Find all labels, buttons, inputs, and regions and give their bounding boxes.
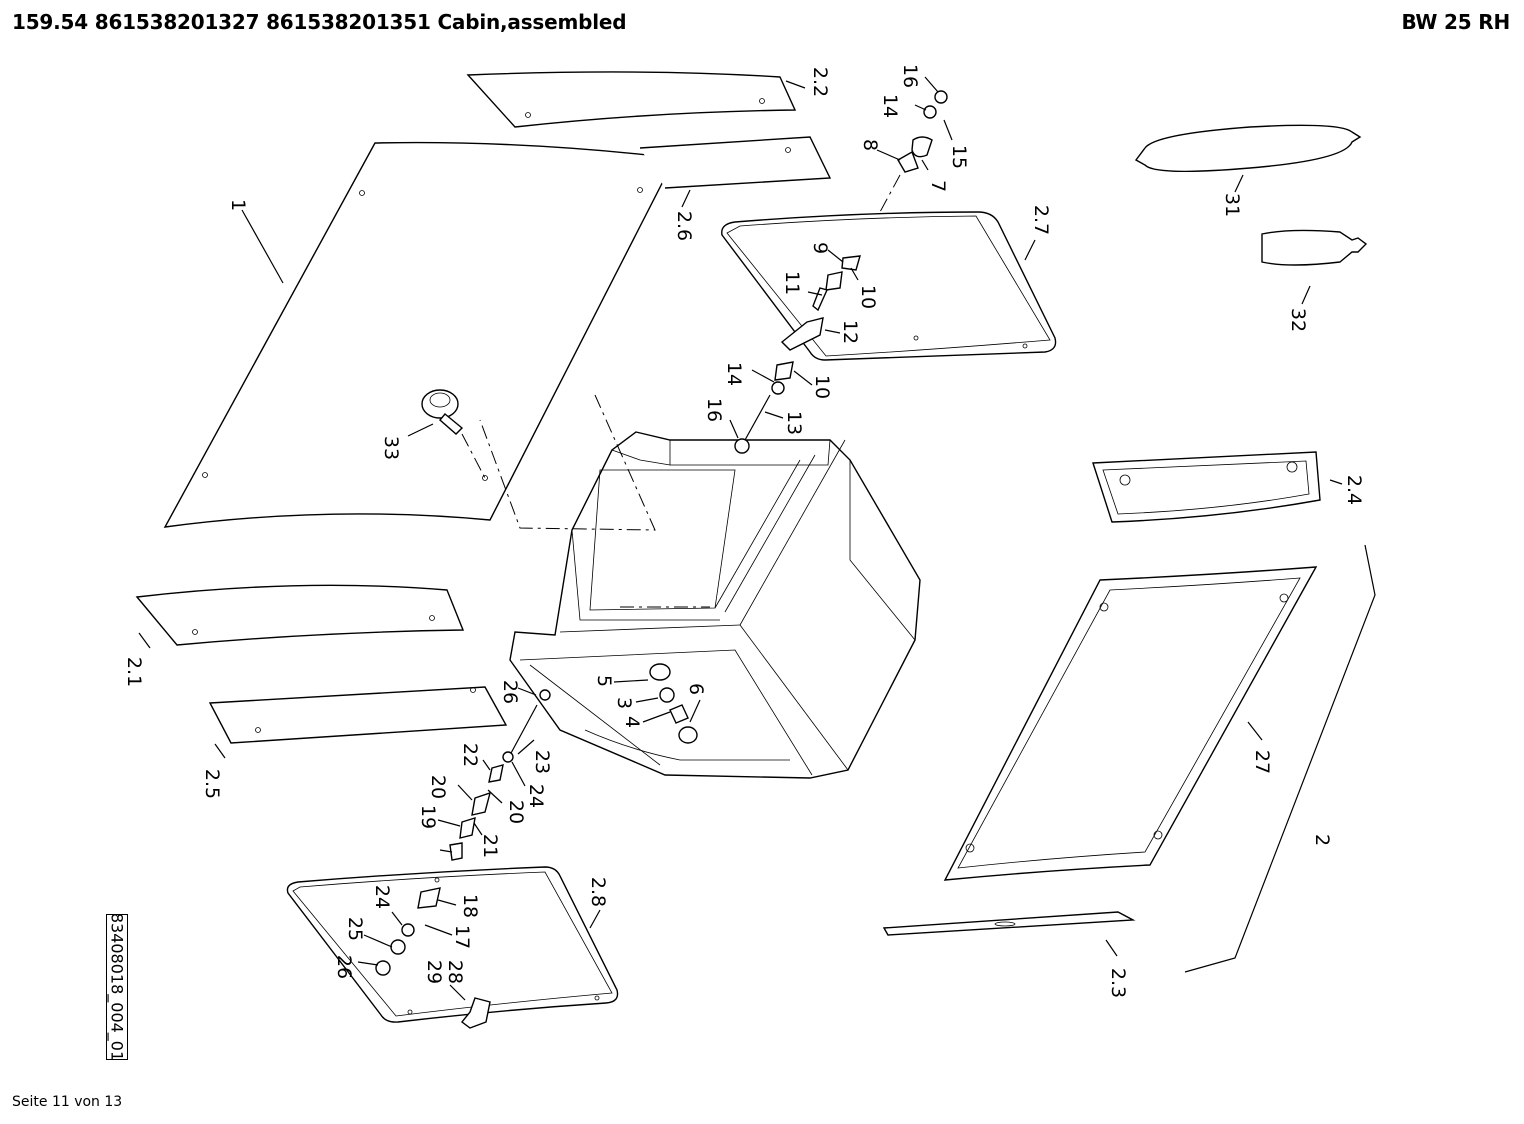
callout-2-6: 2.6 <box>673 211 695 241</box>
callout-2-2: 2.2 <box>809 67 831 97</box>
part-2-1-strip <box>135 584 465 646</box>
page-title: 159.54 861538201327 861538201351 Cabin,a… <box>12 10 627 34</box>
callout-10a: 10 <box>857 285 879 309</box>
callout-27: 27 <box>1251 750 1273 774</box>
part-2-3-strip <box>882 911 1136 936</box>
part-2-4-panel <box>1092 451 1321 523</box>
callout-14a: 14 <box>879 94 901 118</box>
hardware-parts <box>375 90 948 1029</box>
callout-16a: 16 <box>899 64 921 88</box>
callout-33: 33 <box>380 436 402 460</box>
callout-29: 29 <box>423 960 445 984</box>
callout-1: 1 <box>227 199 249 211</box>
part-27-panel <box>943 566 1318 881</box>
callout-31: 31 <box>1221 193 1243 217</box>
drawing-id-frame <box>106 914 128 1060</box>
callout-26b: 26 <box>333 955 355 979</box>
callout-18: 18 <box>459 894 481 918</box>
callout-28: 28 <box>444 960 466 984</box>
part-33-knob <box>421 389 486 479</box>
callout-13: 13 <box>783 411 805 435</box>
callout-22: 22 <box>459 743 481 767</box>
callout-32: 32 <box>1287 308 1309 332</box>
callout-23: 23 <box>531 750 553 774</box>
callout-24b: 24 <box>371 885 393 909</box>
part-2-7-door <box>721 211 1057 361</box>
callout-9: 9 <box>809 242 831 254</box>
part-31-bottle <box>1134 124 1362 173</box>
callout-26a: 26 <box>499 680 521 704</box>
callout-2-4: 2.4 <box>1343 475 1365 505</box>
callout-7: 7 <box>927 180 949 192</box>
part-1-panel <box>163 141 677 528</box>
callout-20b: 20 <box>505 800 527 824</box>
part-2-2-strip <box>466 71 797 128</box>
cabin-frame <box>479 394 921 779</box>
callout-8: 8 <box>859 139 881 151</box>
callout-2-8: 2.8 <box>587 877 609 907</box>
callout-12: 12 <box>839 320 861 344</box>
callout-2-7: 2.7 <box>1030 205 1052 235</box>
part-32-bottle <box>1261 229 1368 266</box>
callout-5: 5 <box>593 675 615 687</box>
callout-16b: 16 <box>703 398 725 422</box>
callout-20a: 20 <box>427 775 449 799</box>
callout-15: 15 <box>948 145 970 169</box>
callout-2-3: 2.3 <box>1107 968 1129 998</box>
leader-lines <box>138 76 1376 1001</box>
part-2-5-strip <box>208 686 508 744</box>
callout-25: 25 <box>344 917 366 941</box>
model-label: BW 25 RH <box>1401 10 1510 34</box>
part-2-8-door <box>286 866 619 1023</box>
callout-6: 6 <box>685 683 707 695</box>
callout-labels: 1 33 2.2 2.6 2.7 2.4 2 27 2.3 31 32 2.1 … <box>123 64 1365 998</box>
page-footer: Seite 11 von 13 <box>12 1094 123 1110</box>
callout-14b: 14 <box>723 362 745 386</box>
callout-2-5: 2.5 <box>201 769 223 799</box>
drawing-id: 83408018_004_01 <box>107 912 127 1062</box>
callout-2: 2 <box>1311 834 1333 846</box>
callout-4: 4 <box>621 716 643 728</box>
callout-2-1: 2.1 <box>123 657 145 687</box>
callout-19: 19 <box>417 805 439 829</box>
callout-24a: 24 <box>525 784 547 808</box>
callout-10b: 10 <box>811 375 833 399</box>
callout-17: 17 <box>451 925 473 949</box>
callout-11: 11 <box>781 271 803 295</box>
callout-21: 21 <box>479 834 501 858</box>
part-2-6-strip <box>639 136 832 189</box>
callout-3: 3 <box>613 697 635 709</box>
